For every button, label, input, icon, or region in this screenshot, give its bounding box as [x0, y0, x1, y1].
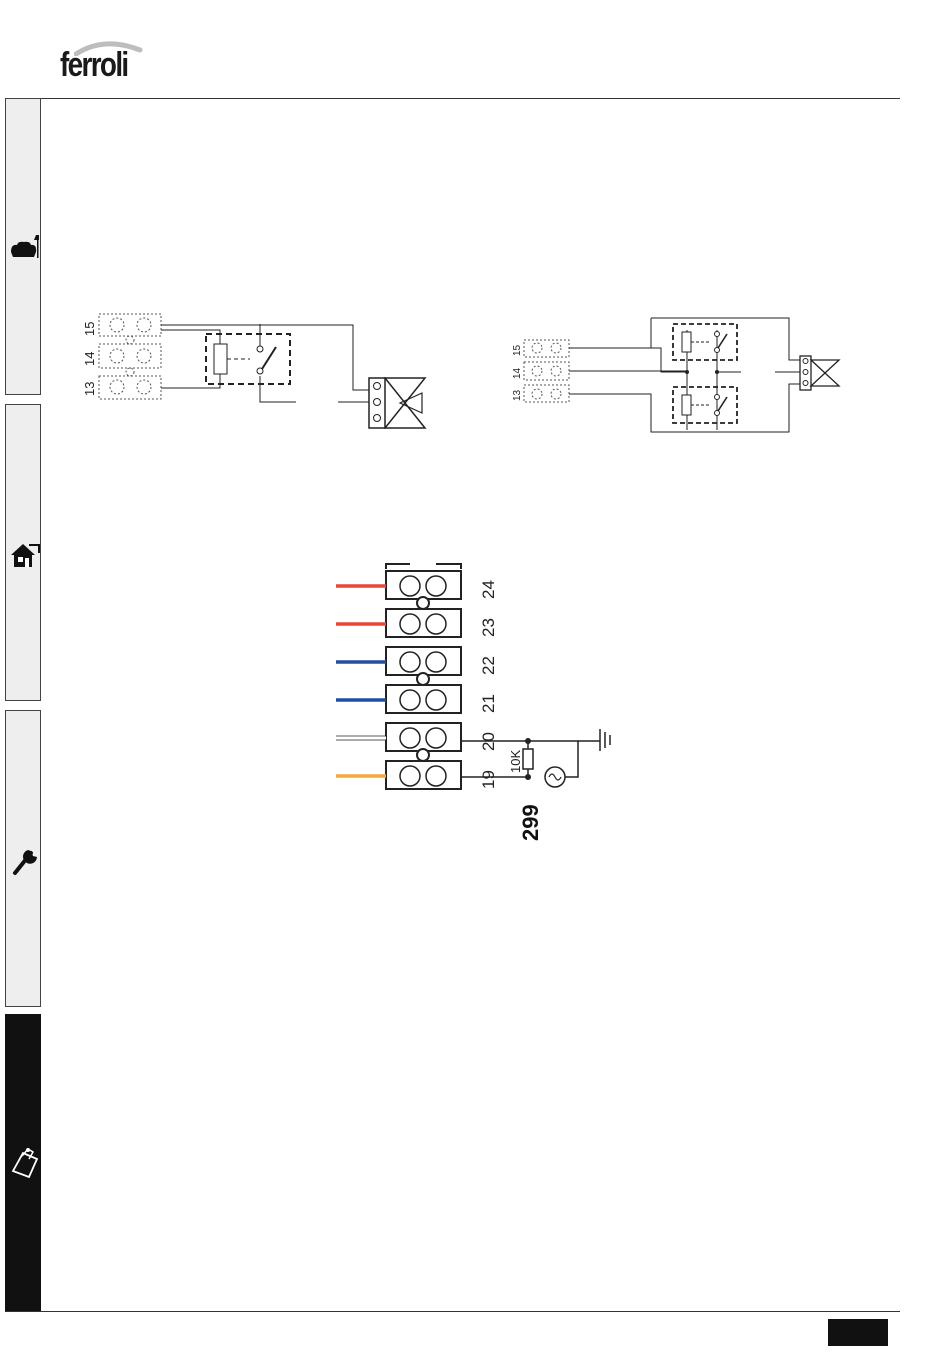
- terminal-label: 15: [82, 322, 97, 336]
- diagram-terminal-strip-svg: 24 23 22 21 20 19 10K 299: [330, 555, 630, 855]
- technical-clipboard-icon: [9, 1143, 41, 1179]
- logo-wordmark: ferroli: [60, 46, 128, 85]
- wiring-diagram-dual-relay: 15 14 13: [505, 310, 850, 445]
- diagram-single-relay-svg: 15 14 13: [70, 300, 440, 440]
- terminal-row: 23: [336, 609, 498, 637]
- tab-service[interactable]: [5, 710, 41, 1007]
- terminal-label: 14: [512, 367, 523, 379]
- terminal-screw: [426, 728, 446, 748]
- wiring-diagram-single-relay: 15 14 13: [70, 300, 440, 445]
- tab-user[interactable]: [5, 98, 41, 395]
- diagram-dual-relay-svg: 15 14 13: [505, 310, 850, 440]
- terminal-label: 13: [82, 382, 97, 396]
- header-rule: [5, 98, 900, 99]
- terminal-row: 20: [336, 723, 498, 751]
- part-number: 299: [518, 804, 543, 841]
- terminal-screw: [426, 766, 446, 786]
- terminal-row: 19: [336, 761, 498, 789]
- terminal-number: 21: [479, 694, 498, 713]
- service-wrench-icon: [9, 841, 41, 877]
- terminal-number: 19: [479, 770, 498, 789]
- ferroli-logo: ferroli: [60, 40, 160, 88]
- terminal-row: 22: [336, 647, 498, 675]
- tab-installer[interactable]: [5, 404, 41, 701]
- terminal-bridge: [417, 597, 429, 609]
- wiring-diagram-terminal-strip: 24 23 22 21 20 19 10K 299: [330, 555, 630, 860]
- terminal-screw: [426, 652, 446, 672]
- terminal-screw: [400, 690, 420, 710]
- relay-coil: [214, 344, 227, 374]
- terminal-screw: [400, 652, 420, 672]
- resistor-10k: [523, 749, 533, 769]
- terminal-row: 21: [336, 685, 498, 713]
- terminal-screw: [426, 614, 446, 634]
- terminal-screw: [400, 576, 420, 596]
- terminal-bridge: [417, 673, 429, 685]
- terminal-number: 24: [479, 580, 498, 599]
- terminal-block: [99, 314, 161, 399]
- terminal-label: 13: [512, 389, 523, 401]
- terminal-label: 14: [82, 352, 97, 366]
- motorized-valve: [369, 378, 425, 428]
- terminal-number: 23: [479, 618, 498, 637]
- terminal-row: 24: [336, 571, 498, 599]
- terminal-screw: [400, 728, 420, 748]
- tab-technical[interactable]: [5, 1014, 41, 1311]
- user-armchair-icon: [9, 232, 39, 262]
- terminal-screw: [426, 576, 446, 596]
- footer-rule: [5, 1311, 900, 1312]
- terminal-label: 15: [512, 344, 523, 356]
- motorized-valve: [800, 356, 839, 390]
- installer-house-icon: [9, 539, 41, 571]
- page-number-box: [828, 1319, 888, 1346]
- resistor-label: 10K: [508, 750, 523, 773]
- terminal-screw: [426, 690, 446, 710]
- terminal-screw: [400, 614, 420, 634]
- terminal-number: 22: [479, 656, 498, 675]
- terminal-bridge: [417, 749, 429, 761]
- terminal-screw: [400, 766, 420, 786]
- terminal-block: [524, 340, 569, 402]
